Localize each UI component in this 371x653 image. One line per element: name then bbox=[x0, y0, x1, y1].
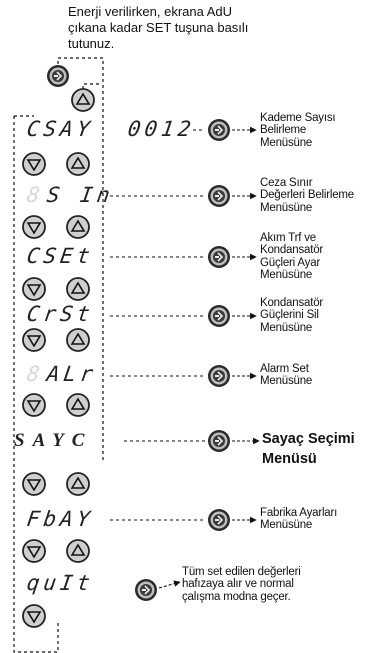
menu-label-quit: Tüm set edilen değerleri hafızaya alır v… bbox=[182, 566, 301, 603]
display-fbay: FbAY bbox=[25, 507, 96, 531]
menu-label-akim: Akım Trf ve Kondansatör Güçleri Ayar Men… bbox=[260, 232, 323, 282]
menu-label-sil-line2: Güçlerini Sil bbox=[260, 309, 319, 322]
menu-label-kademe: Kademe Sayısı Belirleme Menüsüne bbox=[260, 112, 336, 149]
display-crst: CrSt bbox=[25, 302, 96, 326]
menu-label-ceza-line1: Ceza Sınır bbox=[260, 177, 313, 189]
menu-label-akim-line2: Kondansatör bbox=[260, 244, 324, 257]
display-sin-dim: 8 bbox=[25, 183, 46, 207]
menu-label-ceza-line3: Menüsüne bbox=[260, 201, 313, 214]
set-button-7-icon bbox=[207, 508, 231, 532]
menu-label-alarm: Alarm Set Menüsüne bbox=[260, 363, 312, 388]
menu-label-ceza: Ceza Sınır Değerleri Belirleme Menüsüne bbox=[260, 177, 354, 214]
menu-label-ceza-line2: Değerleri Belirleme bbox=[260, 189, 354, 202]
menu-label-kondansator-sil: Kondansatör Güçlerini Sil Menüsüne bbox=[260, 297, 323, 334]
set-button-1-icon bbox=[207, 118, 231, 142]
set-button-4-icon bbox=[207, 304, 231, 328]
set-button-5-icon bbox=[207, 364, 231, 388]
menu-label-kademe-line2: Belirleme bbox=[260, 124, 307, 137]
button-row-8 bbox=[22, 604, 46, 628]
menu-label-quit-line1: Tüm set edilen değerleri bbox=[182, 566, 301, 578]
menu-label-fabrika: Fabrika Ayarları Menüsüne bbox=[260, 507, 337, 532]
display-sayc: SAYC bbox=[14, 430, 93, 451]
display-quit: quIt bbox=[25, 571, 96, 595]
menu-label-akim-line4: Menüsüne bbox=[260, 269, 313, 282]
button-row-4 bbox=[22, 328, 90, 352]
button-row-2 bbox=[22, 215, 90, 239]
menu-label-sil-line3: Menüsüne bbox=[260, 321, 313, 334]
instruction-line-3: tutunuz. bbox=[68, 35, 115, 51]
menu-label-sayac-line2: Menüsü bbox=[262, 450, 317, 467]
set-button-3-icon bbox=[207, 245, 231, 269]
menu-label-akim-line3: Güçleri Ayar bbox=[260, 256, 321, 269]
menu-label-sayac-line1: Sayaç Seçimi bbox=[262, 431, 355, 447]
set-button-2-icon bbox=[207, 184, 231, 208]
set-button-6-icon bbox=[207, 429, 231, 453]
menu-label-alarm-line2: Menüsüne bbox=[260, 375, 313, 388]
menu-label-fabrika-line1: Fabrika Ayarları bbox=[260, 507, 338, 519]
menu-label-quit-line2: hafızaya alır ve normal bbox=[182, 578, 294, 591]
display-csay: CSAY bbox=[25, 117, 96, 141]
menu-label-kademe-line1: Kademe Sayısı bbox=[260, 112, 336, 124]
display-alr-dim: 8 bbox=[25, 362, 46, 386]
button-row-3 bbox=[22, 277, 90, 301]
button-row-1 bbox=[22, 152, 90, 176]
menu-label-quit-line3: çalışma modna geçer. bbox=[182, 590, 291, 603]
button-row-7 bbox=[22, 539, 90, 563]
power-on-instruction: Enerji verilirken, ekrana AdU çıkana kad… bbox=[68, 4, 248, 52]
display-sin: S In bbox=[45, 183, 116, 207]
menu-label-kademe-line3: Menüsüne bbox=[260, 136, 313, 149]
instruction-line-1: Enerji verilirken, ekrana AdU bbox=[68, 4, 233, 19]
top-set-button-icon bbox=[46, 64, 70, 88]
top-up-button-icon bbox=[71, 88, 95, 112]
menu-label-fabrika-line2: Menüsüne bbox=[260, 519, 313, 532]
menu-label-sil-line1: Kondansatör bbox=[260, 297, 324, 309]
instruction-line-2: çıkana kadar SET tuşuna basılı bbox=[68, 19, 249, 35]
button-row-5 bbox=[22, 393, 90, 417]
display-cset: CSEt bbox=[25, 244, 96, 268]
display-alr: ALr bbox=[45, 362, 99, 386]
button-row-6 bbox=[22, 472, 90, 496]
display-value: 0012 bbox=[126, 117, 197, 141]
menu-label-akim-line1: Akım Trf ve bbox=[260, 232, 316, 244]
menu-label-sayac: Sayaç Seçimi Menüsü bbox=[262, 430, 355, 469]
menu-label-alarm-line1: Alarm Set bbox=[260, 363, 309, 375]
set-button-8-icon bbox=[134, 578, 158, 602]
